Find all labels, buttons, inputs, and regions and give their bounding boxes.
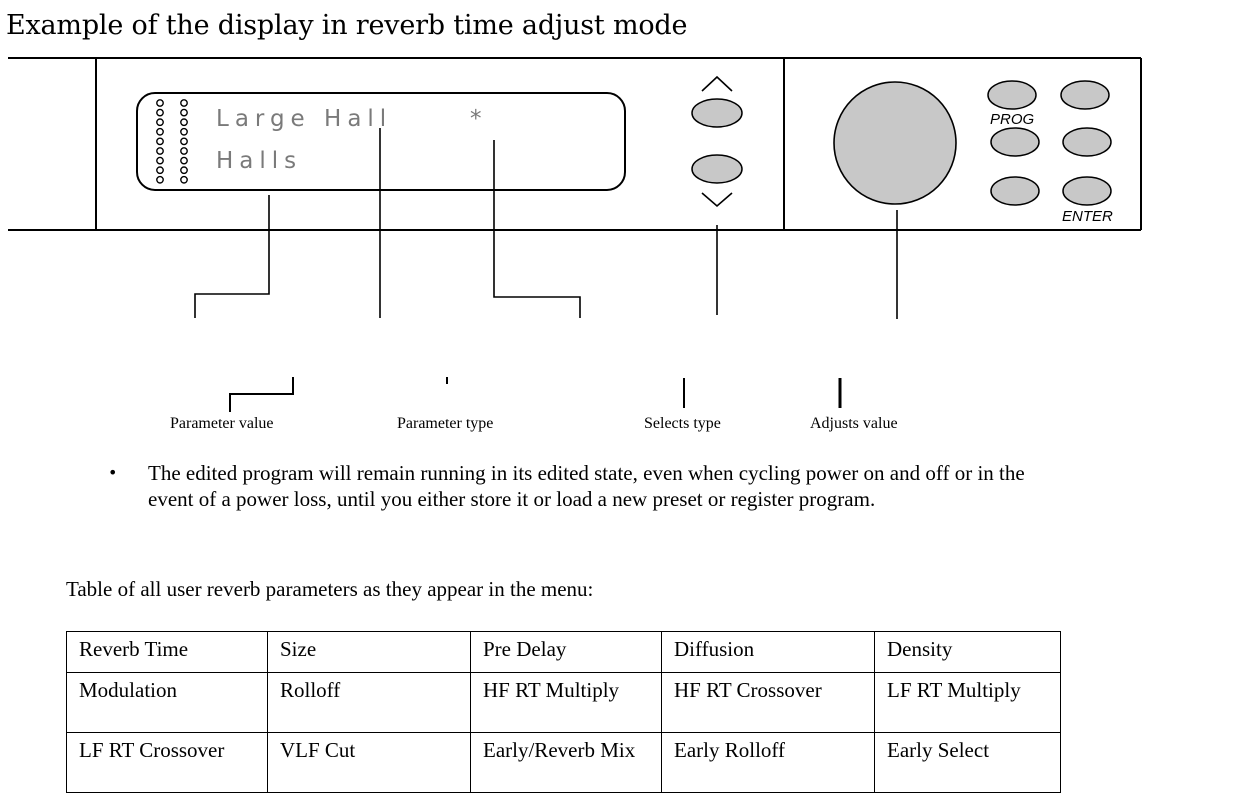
- bottom-left-button[interactable]: [990, 176, 1040, 206]
- callout-parameter-type: Parameter type: [397, 415, 494, 432]
- lcd-dot: [180, 166, 188, 175]
- callout-leader-lines: [194, 128, 898, 412]
- front-panel-diagram: [8, 57, 1142, 412]
- lcd-line-2: Halls: [216, 148, 303, 174]
- page-heading: Example of the display in reverb time ad…: [6, 10, 688, 41]
- lcd-edited-marker: *: [470, 106, 482, 132]
- leader-line-marker: [493, 140, 581, 318]
- lcd-dot: [156, 166, 164, 175]
- middle-right-button[interactable]: [1062, 127, 1112, 157]
- callout-parameter-value: Parameter value: [170, 415, 274, 432]
- lcd-dot: [180, 175, 188, 184]
- callout-bracket-parameter-value: [229, 377, 294, 412]
- table-cell: HF RT Multiply: [470, 672, 662, 733]
- table-cell: Pre Delay: [470, 631, 662, 673]
- table-cell: Early/Reverb Mix: [470, 732, 662, 793]
- table-intro: Table of all user reverb parameters as t…: [66, 577, 594, 601]
- table-cell: Early Select: [874, 732, 1061, 793]
- callout-adjusts-value: Adjusts value: [810, 415, 898, 432]
- table-cell: VLF Cut: [267, 732, 471, 793]
- table-cell: Modulation: [66, 672, 268, 733]
- lcd-dot: [156, 156, 164, 165]
- lcd-dot: [156, 108, 164, 117]
- lcd-display: [136, 92, 626, 191]
- enter-label: ENTER: [1062, 208, 1113, 225]
- lcd-dot: [156, 118, 164, 127]
- lcd-dot: [180, 147, 188, 155]
- bullet-symbol: •: [108, 463, 118, 482]
- table-cell: LF RT Multiply: [874, 672, 1061, 733]
- lcd-dot: [180, 137, 188, 146]
- table-cell: LF RT Crossover: [66, 732, 268, 793]
- lcd-dot: [156, 175, 164, 184]
- table-cell: Density: [874, 631, 1061, 673]
- lcd-line-1: Large Hall: [216, 106, 393, 132]
- up-button[interactable]: [691, 98, 743, 128]
- up-arrow-icon: [701, 75, 733, 92]
- down-button[interactable]: [691, 154, 743, 184]
- leader-line-halls: [194, 195, 270, 318]
- middle-left-button[interactable]: [990, 127, 1040, 157]
- down-arrow-icon: [701, 192, 733, 208]
- bullet-text: The edited program will remain running i…: [148, 461, 1025, 511]
- table-cell: Early Rolloff: [661, 732, 875, 793]
- lcd-dot: [156, 137, 164, 146]
- table-cell: HF RT Crossover: [661, 672, 875, 733]
- lcd-dot: [180, 127, 188, 136]
- lcd-dot: [180, 99, 188, 107]
- enter-button[interactable]: [1062, 176, 1112, 206]
- lcd-dot: [180, 108, 188, 117]
- lcd-dot: [180, 118, 188, 127]
- lcd-dot: [180, 156, 188, 165]
- lcd-dot: [156, 147, 164, 155]
- table-cell: Diffusion: [661, 631, 875, 673]
- adjust-knob[interactable]: [833, 81, 957, 205]
- table-cell: Size: [267, 631, 471, 673]
- callout-selects-type: Selects type: [644, 415, 721, 432]
- lcd-indicator-dots: [156, 99, 188, 184]
- table-cell: Reverb Time: [66, 631, 268, 673]
- prog-button[interactable]: [987, 80, 1037, 110]
- table-cell: Rolloff: [267, 672, 471, 733]
- prog-label: PROG: [990, 111, 1035, 128]
- lcd-dot: [156, 99, 164, 107]
- top-right-button[interactable]: [1060, 80, 1110, 110]
- lcd-dot: [156, 127, 164, 136]
